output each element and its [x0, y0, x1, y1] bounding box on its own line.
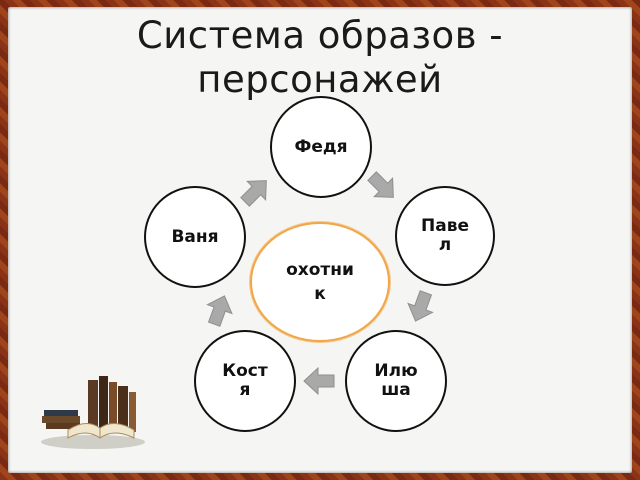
arrow-pavel-to-ilyusha — [407, 290, 434, 322]
node-ilyusha-label: Илю ша — [374, 362, 417, 400]
node-fedya: Федя — [270, 96, 372, 198]
node-pavel-text-a: Паве — [421, 216, 469, 236]
title-line-2: персонажей — [197, 58, 443, 101]
node-pavel: Паве л — [395, 186, 495, 286]
node-hunter-text-b: к — [314, 284, 326, 304]
arrow-ilyusha-to-kostya — [303, 366, 335, 396]
node-pavel-text-b: л — [438, 235, 452, 255]
node-fedya-label: Федя — [294, 136, 348, 157]
page-title: Система образов - персонажей — [0, 14, 640, 102]
books-icon — [41, 376, 145, 449]
node-hunter-center: охотни к — [250, 222, 390, 342]
node-hunter-text-a: охотни — [286, 260, 354, 280]
node-ilyusha-text-b: ша — [381, 380, 411, 400]
node-kostya-text-b: я — [239, 380, 251, 400]
node-fedya-text-a: Федя — [294, 136, 348, 157]
node-vanya-label: Ваня — [171, 226, 219, 247]
node-hunter-label: охотни к — [286, 258, 354, 306]
node-ilyusha-text-a: Илю — [374, 361, 418, 381]
arrow-vanya-to-fedya — [240, 180, 267, 207]
node-kostya: Кост я — [194, 330, 296, 432]
node-kostya-text-a: Кост — [222, 361, 268, 381]
node-pavel-label: Паве л — [421, 217, 469, 255]
node-ilyusha: Илю ша — [345, 330, 447, 432]
title-line-1: Система образов - — [136, 14, 504, 57]
node-vanya-text-a: Ваня — [171, 226, 219, 247]
arrow-kostya-to-vanya — [206, 295, 233, 327]
arrow-fedya-to-pavel — [367, 171, 394, 198]
node-vanya: Ваня — [144, 186, 246, 288]
node-kostya-label: Кост я — [222, 362, 268, 400]
